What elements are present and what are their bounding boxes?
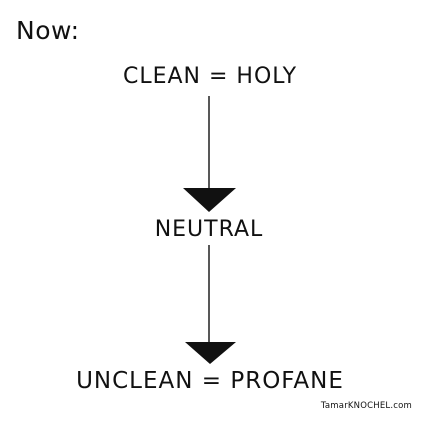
node-unclean-profane: UNCLEAN = PROFANE: [76, 368, 344, 394]
arrowhead-top: [183, 188, 236, 212]
credit-watermark: TamarKNOCHEL.com: [320, 401, 412, 411]
arrowhead-bottom: [185, 342, 236, 364]
diagram-heading: Now:: [16, 16, 80, 45]
node-neutral: NEUTRAL: [154, 217, 264, 242]
node-clean-holy: CLEAN = HOLY: [122, 64, 298, 89]
